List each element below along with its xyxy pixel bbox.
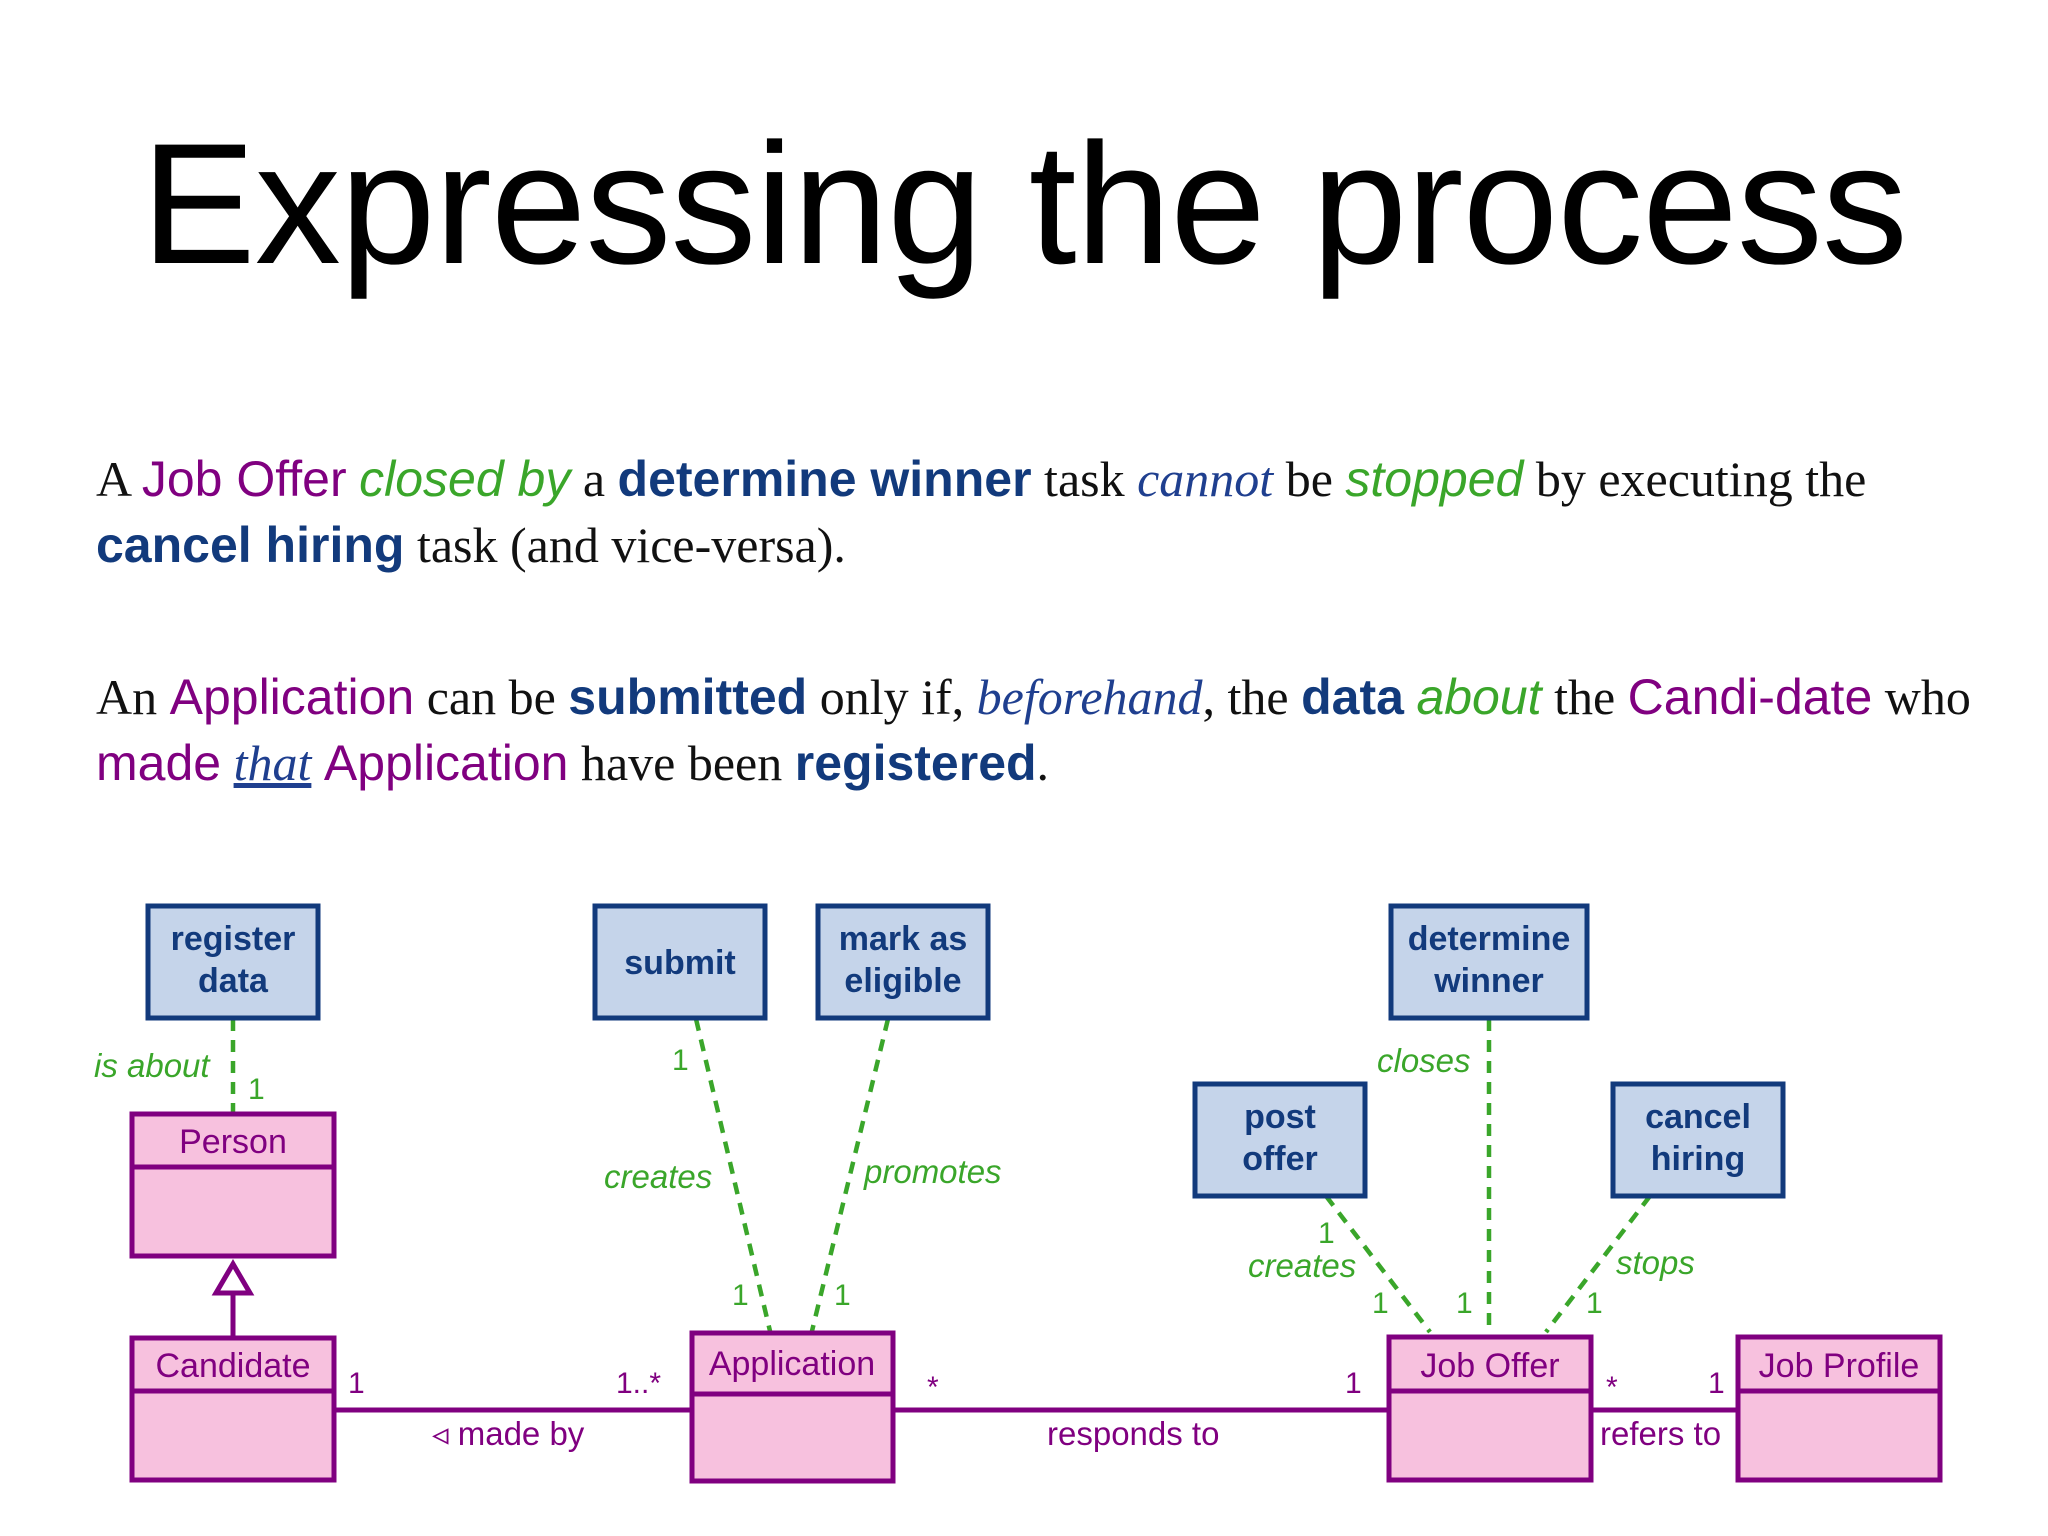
relation-label-stops: stops (1616, 1244, 1695, 1281)
multiplicity-label: 1 (732, 1279, 749, 1312)
text-fragment: task (1044, 451, 1125, 507)
link-cancel-joboffer (1544, 1194, 1652, 1334)
task-label: eligible (844, 962, 961, 1000)
task-cancel-hiring: cancel hiring (1610, 1081, 1786, 1199)
task-label: data (198, 962, 269, 1000)
task-registered: registered (794, 735, 1037, 791)
task-label: register (171, 920, 296, 958)
multiplicity-label: 1 (1586, 1287, 1603, 1320)
task-label: winner (1433, 962, 1544, 1000)
task-submit: submit (592, 903, 768, 1021)
class-label: Candidate (155, 1347, 310, 1385)
class-application: Application (689, 1330, 896, 1484)
link-post-offer-joboffer (1324, 1194, 1432, 1334)
temporal-cannot: cannot (1137, 451, 1274, 507)
entity-application-2: Application (323, 735, 569, 791)
temporal-that: that (233, 735, 312, 791)
text-fragment: a (582, 451, 606, 507)
relation-label-creates-offer: creates (1248, 1247, 1356, 1284)
generalization-arrow (211, 1259, 255, 1337)
class-candidate: Candidate (129, 1335, 337, 1483)
entity-candidate: Candi-date (1627, 669, 1873, 725)
task-label: mark as (839, 920, 968, 958)
entity-made: made (96, 735, 222, 791)
task-mark-as-eligible: mark as eligible (815, 903, 991, 1021)
class-job-offer: Job Offer (1386, 1334, 1594, 1483)
multiplicity-label: 1 (1318, 1217, 1335, 1250)
association-label-made-by: ◃ made by (432, 1415, 585, 1452)
class-label: Job Profile (1759, 1347, 1920, 1385)
multiplicity-label: * (1606, 1371, 1618, 1404)
slide-title: Expressing the process (141, 108, 1908, 300)
relation-stopped: stopped (1345, 451, 1524, 507)
task-label: determine (1408, 920, 1571, 958)
multiplicity-label: 1 (348, 1367, 365, 1400)
multiplicity-label: 1 (248, 1073, 265, 1106)
task-register-data: register data (145, 903, 321, 1021)
text-fragment: by executing the (1535, 451, 1867, 507)
multiplicity-label: 1 (672, 1044, 689, 1077)
text-fragment: task (and vice-versa). (416, 517, 846, 573)
association-label-refers-to: refers to (1600, 1415, 1721, 1452)
text-fragment: have been (580, 735, 783, 791)
relation-about: about (1416, 669, 1542, 725)
link-eligible-application (809, 1018, 891, 1332)
text-fragment: A (96, 451, 130, 507)
multiplicity-label: 1 (834, 1279, 851, 1312)
class-person: Person (129, 1111, 337, 1259)
association-label-responds-to: responds to (1047, 1415, 1219, 1452)
class-label: Job Offer (1420, 1347, 1559, 1385)
multiplicity-label: 1 (1372, 1287, 1389, 1320)
task-label: post (1244, 1098, 1316, 1136)
constraint-paragraph-1: A Job Offer closed by a determine winner… (96, 446, 1976, 578)
class-label: Application (709, 1345, 875, 1383)
temporal-beforehand: beforehand (976, 669, 1203, 725)
multiplicity-label: 1 (1456, 1287, 1473, 1320)
text-fragment: the (1554, 669, 1616, 725)
task-label: hiring (1651, 1140, 1745, 1178)
entity-job-offer: Job Offer (141, 451, 347, 507)
link-submit-application (693, 1018, 773, 1332)
multiplicity-label: 1..* (616, 1367, 661, 1400)
multiplicity-label: * (927, 1371, 939, 1404)
multiplicity-label: 1 (1345, 1367, 1362, 1400)
relation-label-creates-application: creates (604, 1158, 712, 1195)
task-label: offer (1242, 1140, 1318, 1178)
class-job-profile: Job Profile (1735, 1334, 1943, 1483)
constraint-paragraph-2: An Application can be submitted only if,… (96, 664, 1976, 796)
task-cancel-hiring: cancel hiring (96, 517, 405, 573)
relation-closed-by: closed by (359, 451, 571, 507)
relation-label-is-about: is about (94, 1047, 211, 1084)
entity-application: Application (169, 669, 415, 725)
text-fragment: . (1036, 735, 1050, 791)
task-determine-winner: determine winner (1388, 903, 1590, 1021)
relation-label-closes: closes (1377, 1042, 1471, 1079)
text-fragment: , the (1202, 669, 1289, 725)
text-fragment: can be (426, 669, 556, 725)
text-fragment: only if, (819, 669, 965, 725)
task-label: cancel (1645, 1098, 1751, 1136)
task-determine-winner: determine winner (617, 451, 1032, 507)
relation-label-promotes: promotes (863, 1153, 1002, 1190)
class-label: Person (179, 1123, 287, 1161)
multiplicity-label: 1 (1708, 1367, 1725, 1400)
text-fragment: be (1285, 451, 1333, 507)
task-submitted: submitted (568, 669, 808, 725)
text-fragment: who (1884, 669, 1971, 725)
task-label: submit (624, 944, 735, 982)
task-data: data (1301, 669, 1404, 725)
text-fragment: An (96, 669, 158, 725)
task-post-offer: post offer (1192, 1081, 1368, 1199)
